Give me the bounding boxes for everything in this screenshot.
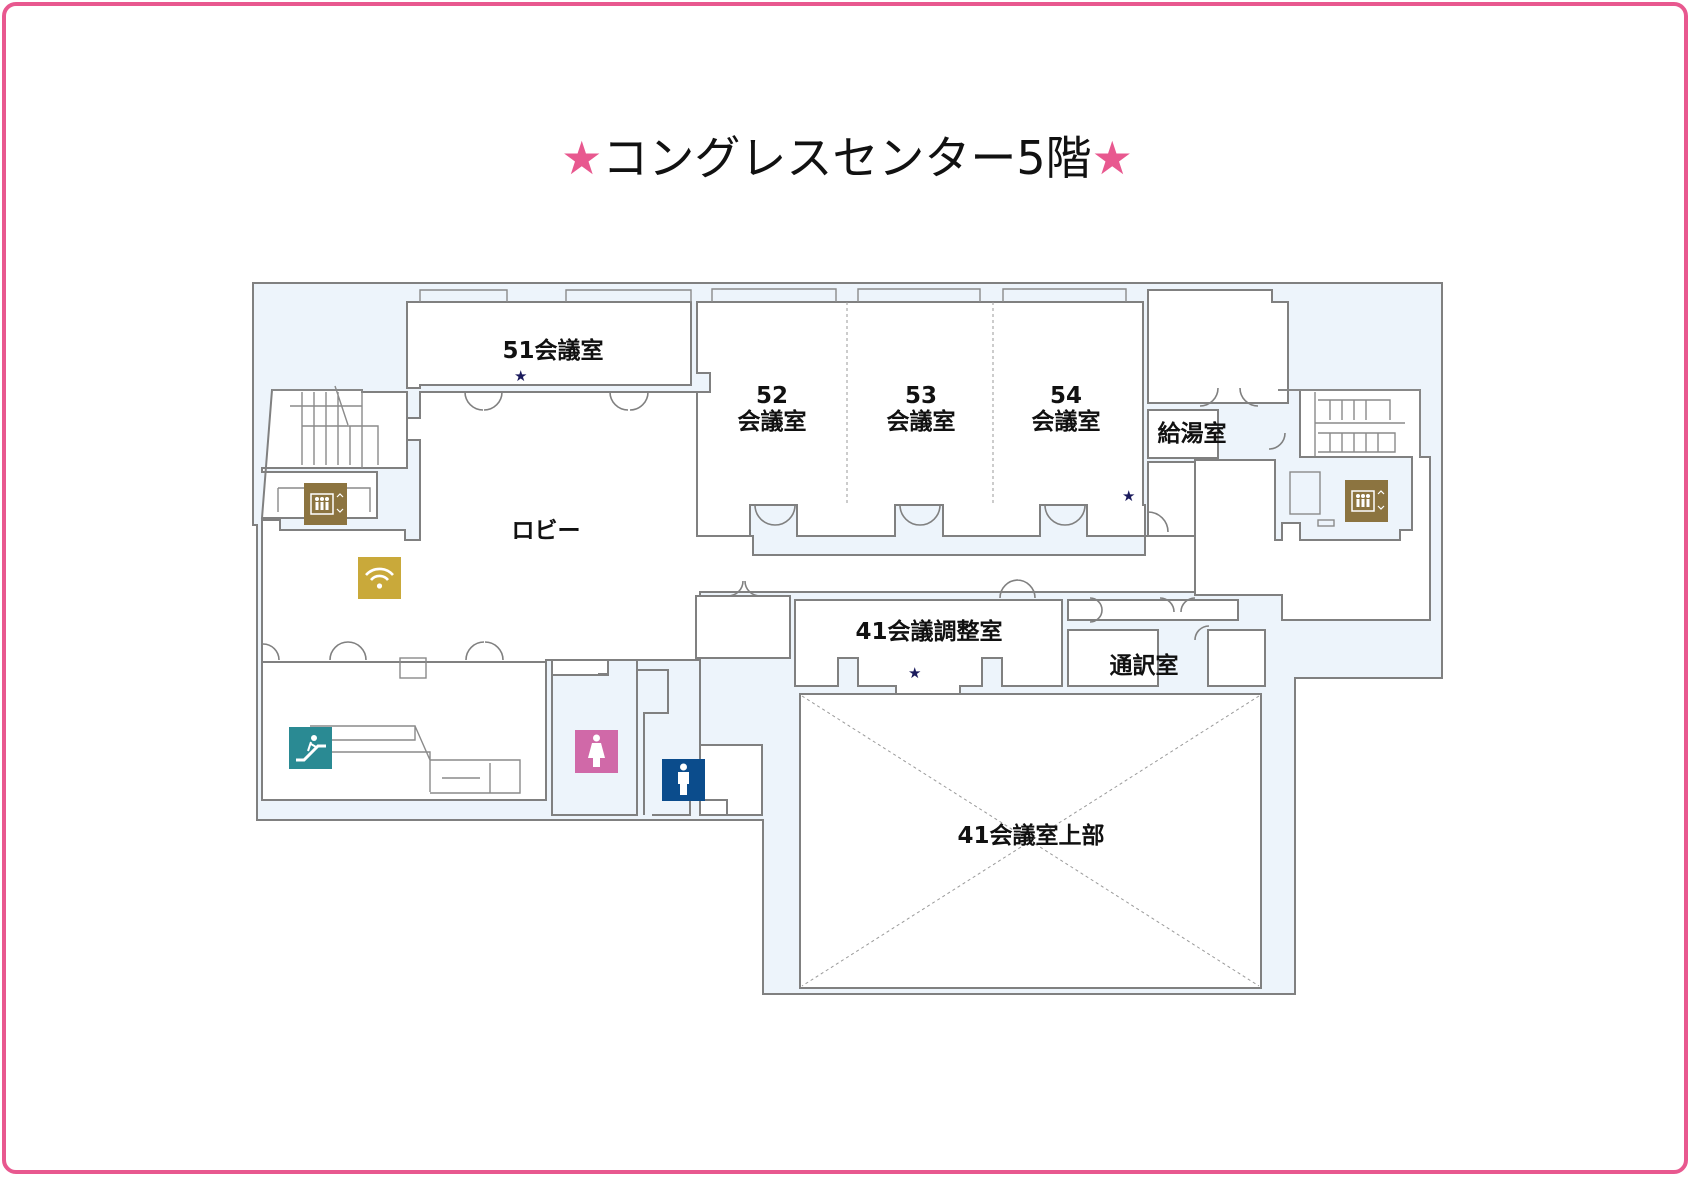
right-upper-room	[1147, 289, 1289, 404]
wifi-icon	[358, 557, 401, 599]
escalator-icon	[289, 727, 332, 769]
right-small-fixture	[1317, 519, 1335, 527]
rooms-52-54-doors	[754, 504, 1086, 526]
marker-star-41-adjust: ★	[908, 664, 921, 682]
label-tsuyakushitsu: 通訳室	[1110, 652, 1179, 679]
pillar-box	[399, 657, 427, 679]
restroom-walls	[551, 660, 763, 816]
room-51-doors	[464, 391, 649, 411]
right-stairs	[1278, 389, 1421, 457]
tsuyaku-side-booth	[1207, 629, 1266, 687]
label-room-54-number: 54	[1050, 383, 1082, 409]
right-core-area	[1194, 389, 1431, 621]
right-storage	[1289, 471, 1321, 515]
label-room-41-adjust: 41会議調整室	[855, 618, 1002, 645]
label-lobby: ロビー	[512, 518, 581, 544]
escalator-lines	[310, 725, 521, 794]
womens-restroom-area[interactable]	[551, 659, 609, 676]
elevator-icon-right[interactable]	[1345, 480, 1388, 522]
title-star-left-icon: ★	[561, 131, 603, 185]
small-room-doors	[727, 580, 761, 597]
void-cross-2	[801, 695, 1260, 987]
mens-restroom-icon	[662, 759, 705, 801]
label-room-52-name: 会議室	[738, 408, 807, 435]
rooms-52-54-outline[interactable]	[696, 301, 1146, 537]
label-room-54-name: 会議室	[1032, 408, 1101, 435]
womens-restroom-icon	[575, 730, 618, 773]
floor-title: ★コングレスセンター5階★	[0, 128, 1694, 188]
room-41-adjust-doors	[999, 579, 1036, 599]
label-room-53-name: 会議室	[887, 408, 956, 435]
tsuyaku-doors	[1089, 597, 1210, 641]
elevator-icon-left[interactable]	[304, 483, 347, 525]
label-room-41-upper: 41会議室上部	[957, 822, 1104, 849]
escalator-room	[261, 661, 547, 801]
rooms-52-54-windows	[711, 288, 1127, 302]
floor-title-text: コングレスセンター5階	[602, 131, 1092, 185]
small-room-left-of-41-adjust	[695, 595, 791, 659]
marker-star-51: ★	[514, 367, 527, 385]
kyutoshitsu-room[interactable]	[1147, 409, 1219, 459]
tsuyakushitsu-room[interactable]	[1067, 629, 1159, 687]
label-room-53-number: 53	[905, 383, 937, 409]
label-room-51: 51会議室	[502, 337, 603, 364]
lobby-south-doors	[262, 641, 504, 661]
title-star-right-icon: ★	[1091, 131, 1133, 185]
tsuyaku-booth-top	[1067, 599, 1239, 621]
room-41-adjust-outline[interactable]	[794, 599, 1063, 695]
marker-star-54: ★	[1122, 487, 1135, 505]
room-51-windows	[419, 289, 692, 302]
left-stairs	[272, 385, 379, 512]
label-kyutoshitsu: 給湯室	[1158, 420, 1227, 447]
label-room-52-number: 52	[756, 383, 788, 409]
